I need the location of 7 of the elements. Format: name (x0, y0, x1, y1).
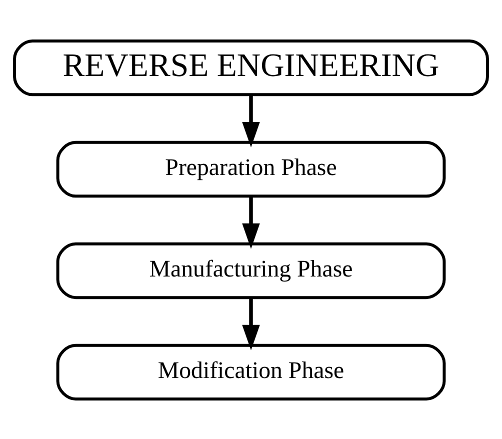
node-box: Preparation Phase (56, 140, 446, 198)
node-box: Modification Phase (56, 343, 446, 400)
arrow (242, 196, 260, 248)
arrow (242, 298, 260, 350)
node-box: REVERSE ENGINEERING (13, 38, 489, 96)
arrow (242, 94, 260, 147)
node-box: Manufacturing Phase (56, 242, 446, 299)
